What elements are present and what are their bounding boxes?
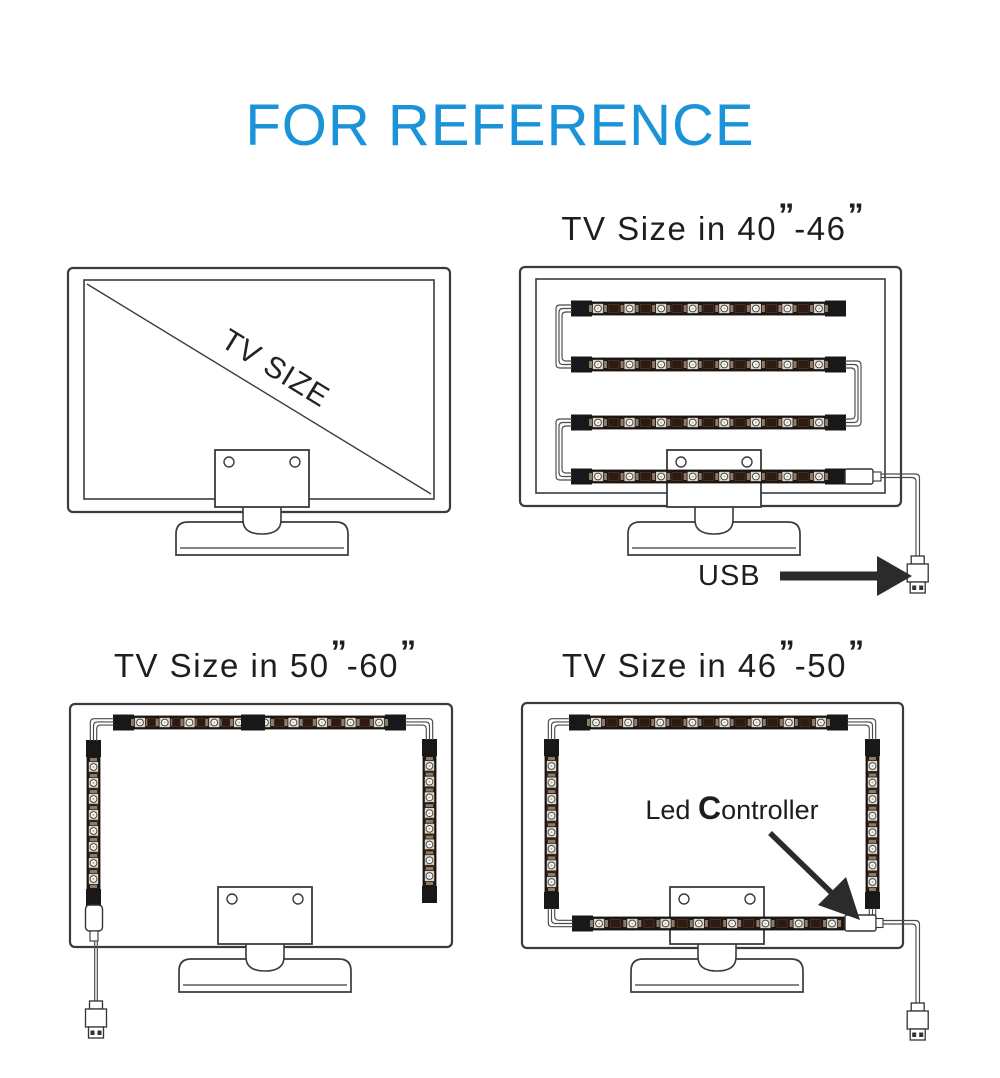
led-controller-box [84,904,104,942]
wire-bundle [555,304,572,369]
tv-50-60-title: TV Size in 50”-60” [70,634,460,685]
led-strip [572,915,846,932]
inch-mark: ” [778,197,794,233]
tv-46-50-title-text: TV Size in 46 [561,647,778,684]
tv-reference-diagram [66,266,452,556]
tv-40-46-title-text: TV Size in 40 [561,210,778,247]
led-strip-vertical [865,739,880,909]
led-strip [571,468,846,485]
led-strip [571,300,846,317]
wire-bundle [547,908,573,928]
tv-50-60-title-text: TV Size in 50 [113,647,330,684]
usb-plug [906,555,929,594]
wire-bundle [547,718,570,740]
wire-bundle [845,360,862,427]
usb-arrow-icon [780,556,912,596]
led-strip-vertical [86,740,101,906]
tv-40-46-title-range: -46 [794,210,847,247]
controller-arrow-icon [768,831,860,920]
tv-stand [630,886,804,993]
led-strip [113,714,253,731]
tv-46-50-diagram [520,701,929,1041]
page-title: FOR REFERENCE [245,93,755,158]
usb-label: USB [698,560,761,592]
led-controller-label-suffix: ontroller [721,795,819,825]
tv-50-60-title-range: -60 [346,647,399,684]
inch-mark: ” [847,634,864,670]
wire-bundle [847,718,877,740]
wire-bundle [555,418,572,481]
led-controller-box [844,914,884,932]
inch-mark: ” [399,634,416,670]
led-strip [251,714,406,731]
led-controller-label-prefix: Led [645,795,698,825]
tv-stand [175,449,349,556]
led-strip [571,414,846,431]
tv-40-46-title: TV Size in 40”-46” [520,197,905,248]
usb-plug [84,1000,108,1039]
usb-plug [906,1002,929,1041]
led-controller-label: Led Controller [622,790,842,827]
tv-46-50-title-range: -50 [794,647,847,684]
wire-bundle [89,718,114,741]
usb-cable [94,941,98,1001]
usb-cable [883,919,921,1003]
inch-mark: ” [847,197,863,233]
inch-mark: ” [330,634,347,670]
strip-junction [241,714,265,731]
usb-cable [881,473,921,556]
led-strip-vertical [422,739,437,903]
tv-stand [178,886,352,993]
led-strip [569,714,848,731]
diagonal-line [86,283,432,495]
led-strip-vertical [544,739,559,909]
led-strip [571,356,846,373]
wire-bundle [405,718,434,740]
led-controller-label-c: C [697,790,722,826]
tv-40-46-diagram [518,265,929,596]
inch-mark: ” [778,634,795,670]
tv-46-50-title: TV Size in 46”-50” [518,634,908,685]
strip-end-connector [844,468,882,485]
tv-50-60-diagram [68,702,454,1039]
